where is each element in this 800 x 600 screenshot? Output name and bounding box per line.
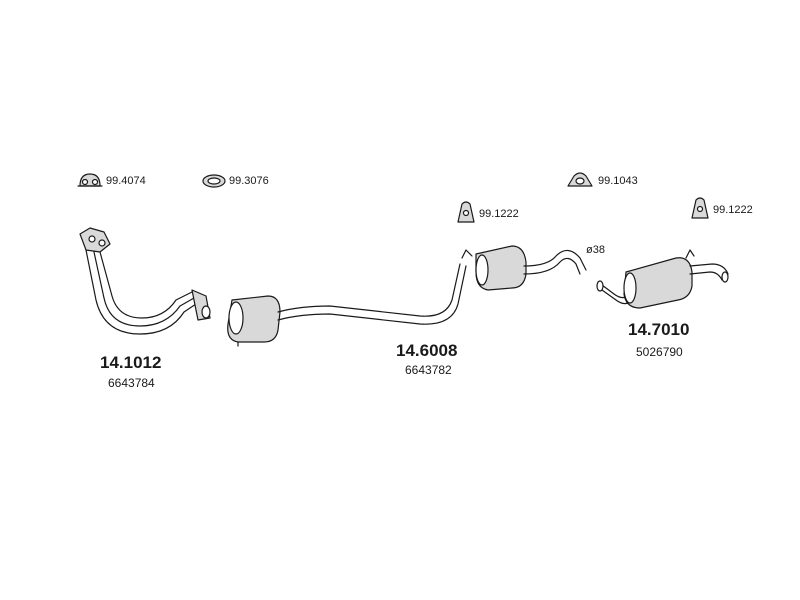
oem-code-rear-silencer: 5026790 [636, 345, 683, 359]
accessory-code-hanger: 99.1043 [598, 175, 638, 187]
front-pipe-drawing [79, 227, 211, 335]
oem-code-middle-silencer: 6643782 [405, 363, 452, 377]
accessory-code-gasket: 99.3076 [229, 175, 269, 187]
rear-silencer-drawing [596, 249, 729, 309]
gasket-ring-icon [202, 174, 226, 188]
part-code-middle-silencer: 14.6008 [396, 341, 457, 360]
rubber-mount-icon [691, 197, 709, 219]
part-code-rear-silencer: 14.7010 [628, 320, 689, 339]
accessory-code-rubber-mount-rear: 99.1222 [713, 204, 753, 216]
accessory-code-clamp: 99.4074 [106, 175, 146, 187]
oem-code-front-pipe: 6643784 [108, 376, 155, 390]
hanger-icon [567, 172, 593, 187]
accessory-code-rubber-mount-mid: 99.1222 [479, 208, 519, 220]
middle-silencer-drawing [227, 245, 587, 347]
clamp-icon [77, 173, 103, 187]
pipe-diameter-label: ø38 [586, 244, 605, 256]
part-code-front-pipe: 14.1012 [100, 353, 161, 372]
rubber-mount-icon [457, 201, 475, 223]
